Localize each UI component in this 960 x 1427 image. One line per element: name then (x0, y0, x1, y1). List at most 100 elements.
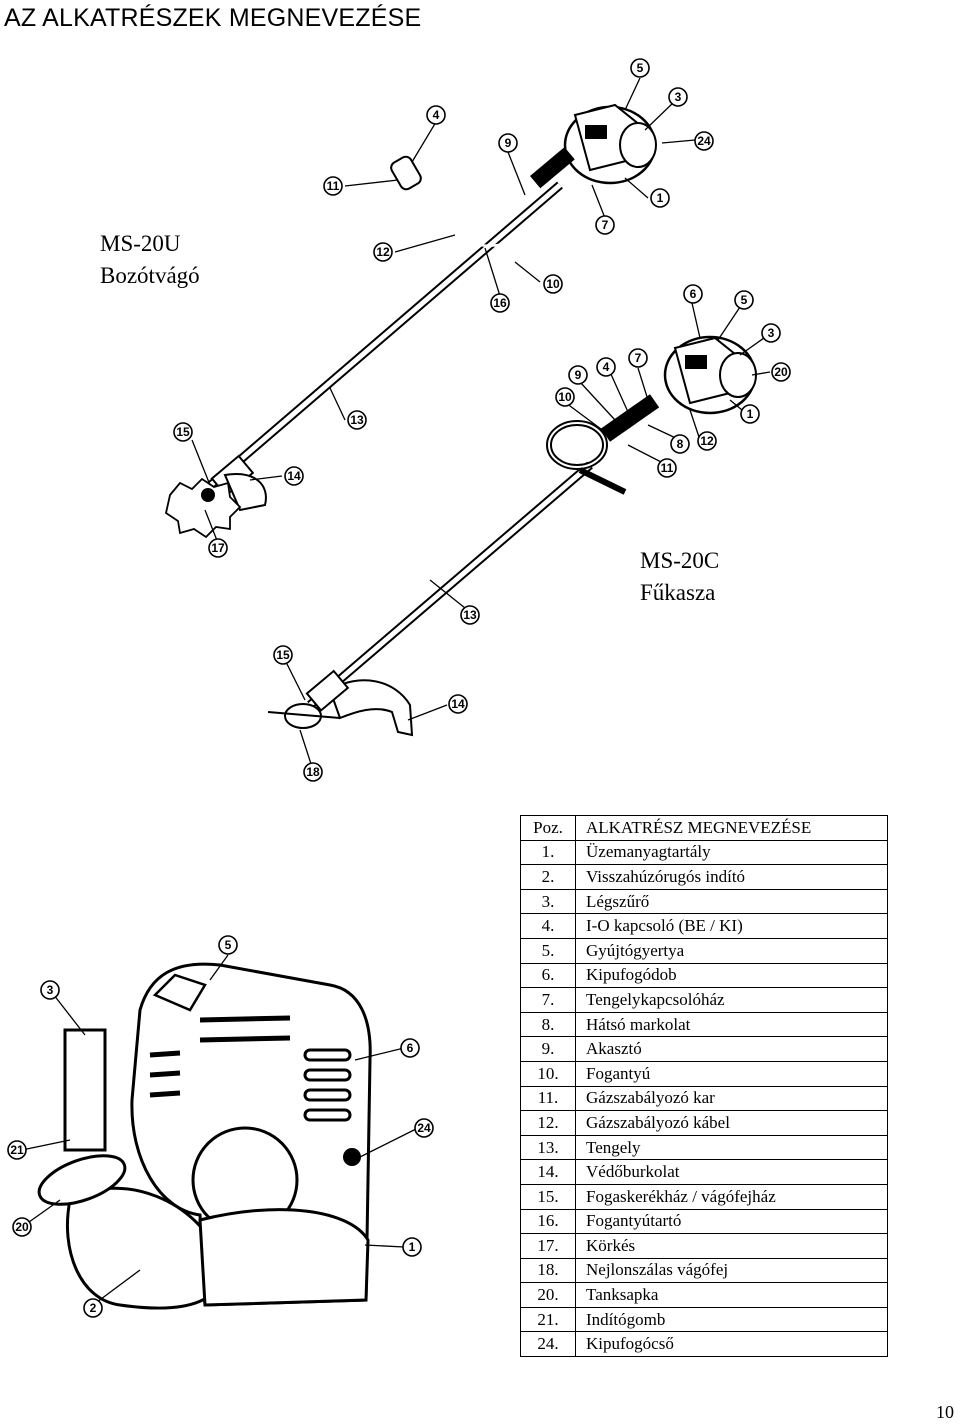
callout-trimmer-5: 5 (734, 290, 754, 310)
part-position: 7. (520, 987, 576, 1013)
table-row: 7.Tengelykapcsolóház (520, 987, 888, 1013)
part-position: 17. (520, 1233, 576, 1259)
callout-number: 9 (505, 136, 512, 150)
table-row: 8.Hátsó markolat (520, 1011, 888, 1038)
part-name: Tengely (575, 1134, 888, 1161)
part-name: Védőburkolat (575, 1159, 888, 1185)
callout-trimmer-9: 9 (568, 365, 588, 385)
callout-circle (347, 410, 367, 430)
callout-number: 8 (677, 437, 684, 451)
callout-number: 24 (417, 1121, 431, 1135)
callout-number: 20 (774, 365, 788, 379)
table-row: 11.Gázszabályozó kar (520, 1085, 888, 1112)
callout-circle (460, 605, 480, 625)
callout-number: 7 (635, 351, 642, 365)
callout-number: 24 (697, 134, 711, 148)
callout-number: 4 (433, 108, 440, 122)
callout-number: 7 (602, 218, 609, 232)
table-row: 5.Gyújtógyertya (520, 937, 888, 964)
callout-brushcutter-13: 13 (347, 410, 367, 430)
callout-brushcutter-14: 14 (284, 466, 304, 486)
part-position: 4. (520, 913, 576, 939)
part-position: 16. (520, 1208, 576, 1235)
model-label-trimmer: MS-20C Fűkasza (640, 545, 719, 609)
callout-trimmer-14: 14 (448, 694, 468, 714)
callout-circle (761, 323, 781, 343)
callout-number: 1 (747, 407, 754, 421)
callout-number: 6 (690, 287, 697, 301)
callout-circle (734, 290, 754, 310)
callout-number: 3 (47, 983, 54, 997)
callout-circle (668, 87, 688, 107)
callout-number: 14 (451, 697, 465, 711)
callout-circle (555, 387, 575, 407)
callout-brushcutter-1: 1 (650, 188, 670, 208)
table-row: 3.Légszűrő (520, 888, 888, 915)
callout-brushcutter-11: 11 (323, 176, 343, 196)
callout-circle (697, 431, 717, 451)
callout-number: 6 (407, 1041, 414, 1055)
part-name: Akasztó (575, 1036, 888, 1062)
part-position: 24. (520, 1331, 576, 1358)
table-row: 20.Tanksapka (520, 1282, 888, 1308)
table-row: 6.Kipufogódob (520, 962, 888, 989)
callout-number: 10 (546, 277, 560, 291)
part-name: Légszűrő (575, 888, 888, 915)
callout-number: 1 (409, 1240, 416, 1254)
callout-number: 4 (603, 360, 610, 374)
part-position: 12. (520, 1110, 576, 1136)
part-name: Üzemanyagtartály (575, 839, 888, 866)
part-name: Tanksapka (575, 1282, 888, 1308)
callout-engine-3: 3 (40, 980, 60, 1000)
model-code: MS-20U (100, 231, 181, 256)
table-row: 1.Üzemanyagtartály (520, 839, 888, 866)
callout-trimmer-11: 11 (657, 458, 677, 478)
model-name: Fűkasza (640, 580, 716, 605)
callout-circle (12, 1217, 32, 1237)
callout-trimmer-20: 20 (771, 362, 791, 382)
callout-brushcutter-10: 10 (543, 274, 563, 294)
callout-circle (448, 694, 468, 714)
callout-circle (83, 1298, 103, 1318)
callout-number: 1 (657, 191, 664, 205)
callout-number: 15 (276, 648, 290, 662)
callout-number: 3 (675, 90, 682, 104)
callout-circle (173, 422, 193, 442)
part-position: 6. (520, 962, 576, 989)
callout-number: 18 (306, 765, 320, 779)
callout-brushcutter-5: 5 (630, 58, 650, 78)
callout-engine-24: 24 (414, 1118, 434, 1138)
callout-circle (740, 404, 760, 424)
part-position: 10. (520, 1060, 576, 1087)
part-name: Visszahúzórugós indító (575, 864, 888, 890)
part-name: Fogantyútartó (575, 1208, 888, 1235)
part-position: 9. (520, 1036, 576, 1062)
callout-engine-5: 5 (218, 935, 238, 955)
table-row: 16.Fogantyútartó (520, 1208, 888, 1235)
callout-trimmer-13: 13 (460, 605, 480, 625)
part-position: 2. (520, 864, 576, 890)
table-row: 10.Fogantyú (520, 1060, 888, 1087)
callout-number: 2 (90, 1301, 97, 1315)
table-row: 4.I-O kapcsoló (BE / KI) (520, 913, 888, 939)
callout-circle (7, 1140, 27, 1160)
part-name: Tengelykapcsolóház (575, 987, 888, 1013)
callout-trimmer-10: 10 (555, 387, 575, 407)
table-row: 15.Fogaskerékház / vágófejház (520, 1183, 888, 1210)
callout-number: 3 (768, 326, 775, 340)
part-name: Körkés (575, 1233, 888, 1259)
callout-number: 11 (327, 179, 340, 193)
part-name: Fogantyú (575, 1060, 888, 1087)
callout-number: 12 (376, 245, 390, 259)
part-name: Hátsó markolat (575, 1011, 888, 1038)
part-name: Kipufogódob (575, 962, 888, 989)
callout-circle (490, 293, 510, 313)
callout-circle (218, 935, 238, 955)
callout-brushcutter-9: 9 (498, 133, 518, 153)
parts-table-header: Poz. ALKATRÉSZ MEGNEVEZÉSE (520, 815, 888, 841)
callout-engine-20: 20 (12, 1217, 32, 1237)
table-row: 13.Tengely (520, 1134, 888, 1161)
page-number: 10 (936, 1402, 954, 1422)
callout-circle (670, 434, 690, 454)
